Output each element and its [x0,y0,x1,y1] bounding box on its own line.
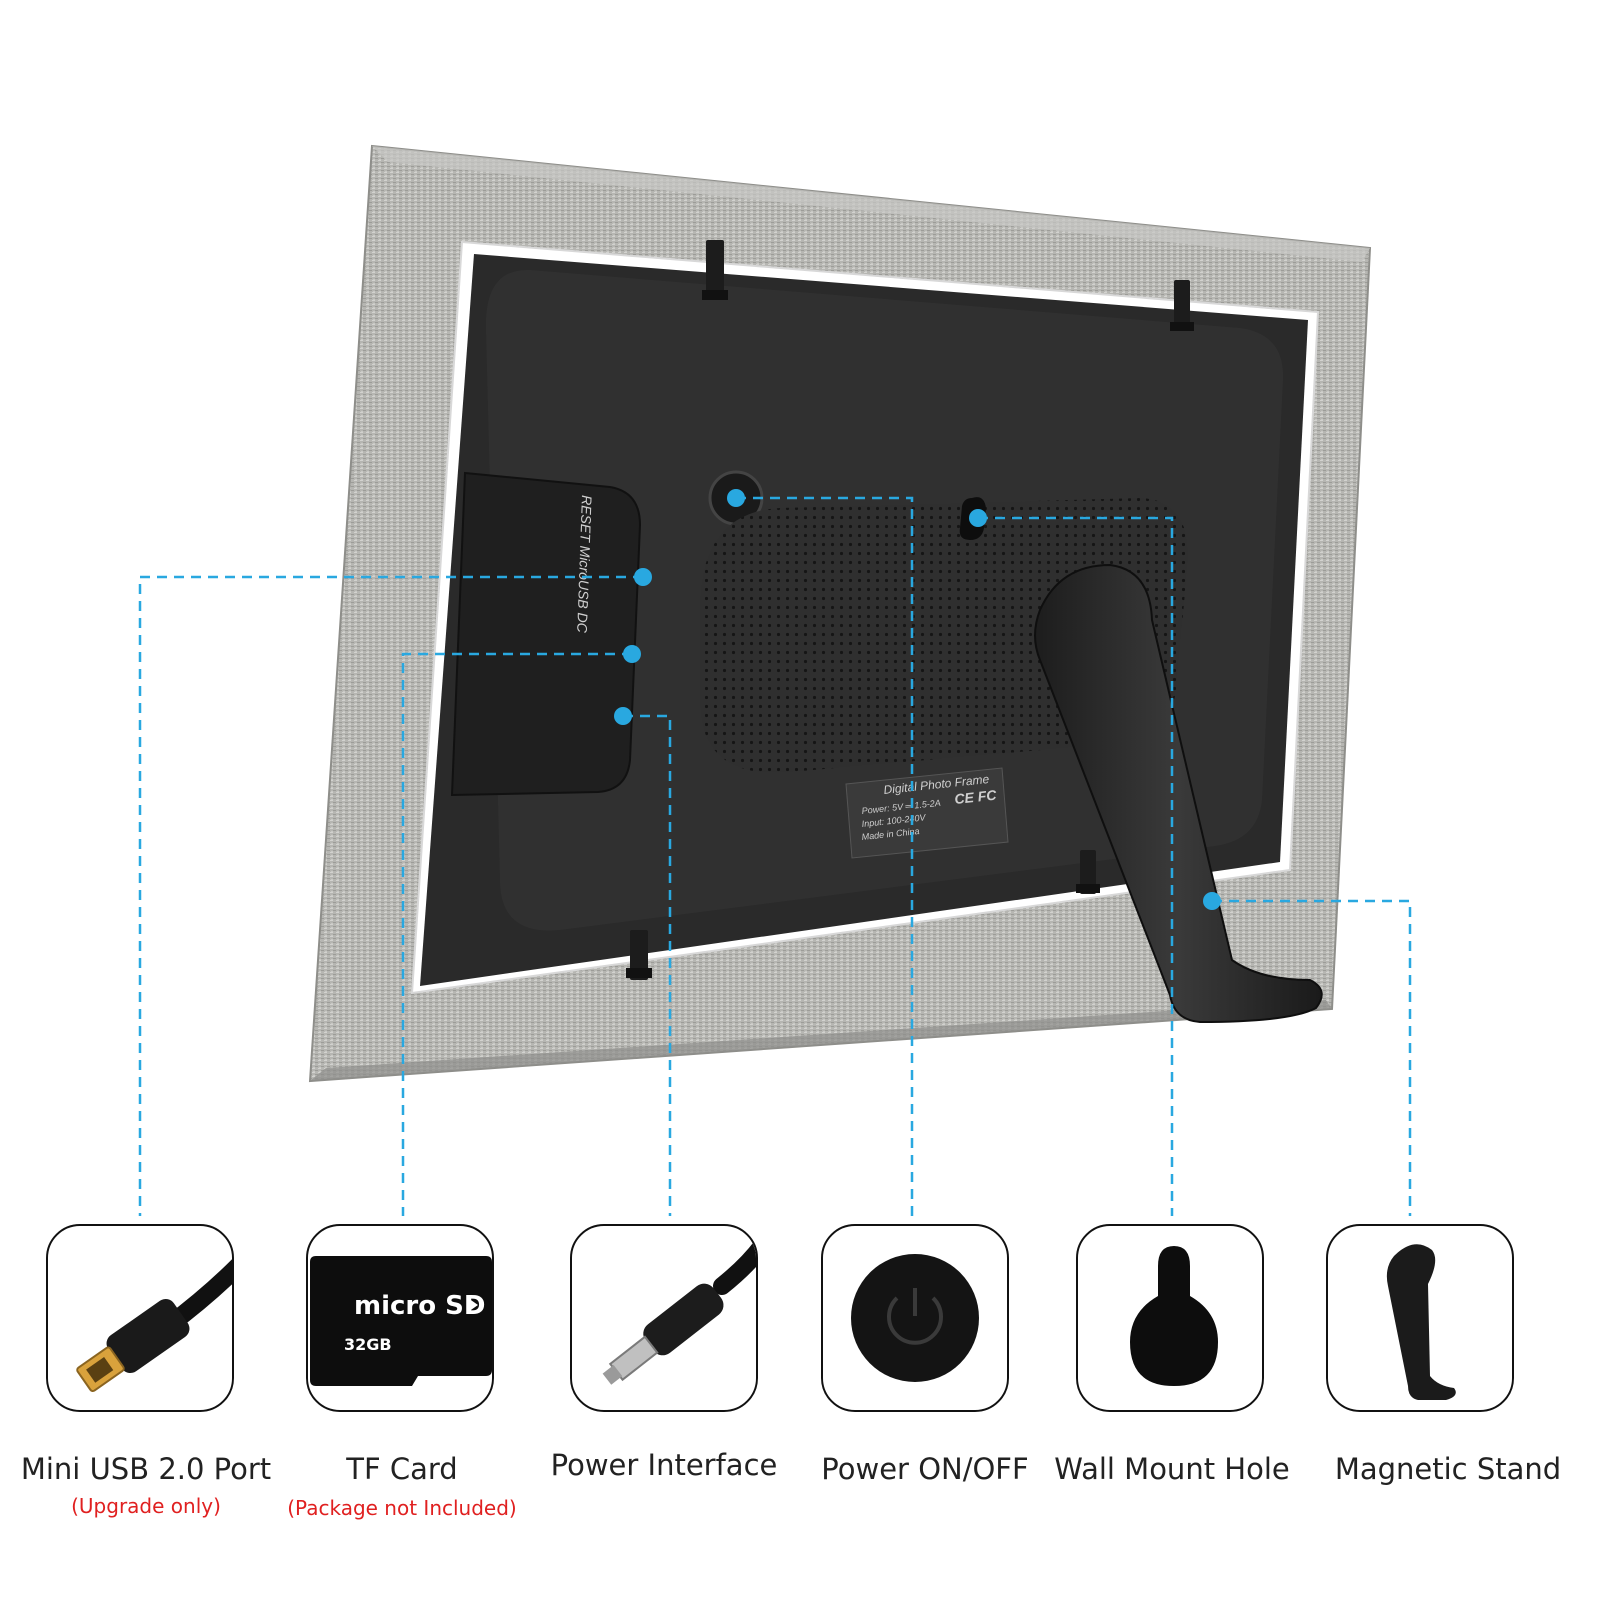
tile-magnetic-stand [1326,1224,1514,1412]
tile-tf-card: micro SD 32GB [306,1224,494,1412]
label-power-interface: Power Interface [550,1448,778,1482]
label-wall-mount: Wall Mount Hole [1054,1452,1290,1486]
power-button-icon [851,1254,979,1382]
label-mini-usb: Mini USB 2.0 Port [20,1452,272,1486]
callout-dot [614,707,632,725]
note-mini-usb: (Upgrade only) [71,1494,221,1518]
tile-power-interface [570,1224,758,1412]
callout-lines [138,496,1412,1216]
label-tf-card: TF Card [346,1452,458,1486]
frame-clip [626,930,652,980]
callout-dot [623,645,641,663]
tile-power-button [821,1224,1009,1412]
spec-marks: CE FC [954,787,998,807]
dc-power-plug-icon [602,1239,756,1385]
callout-wall-mount [978,516,1174,1216]
label-power-onoff: Power ON/OFF [821,1452,1029,1486]
magnetic-stand [1034,563,1323,1024]
callout-power-button [736,496,914,1216]
card-capacity: 32GB [344,1335,392,1354]
port-panel-text: RESET MicroUSB DC [574,495,595,634]
callout-dot [727,489,745,507]
callout-dots [614,489,1221,910]
tile-mini-usb [46,1224,234,1412]
callout-dot [634,568,652,586]
label-magnetic-stand: Magnetic Stand [1334,1452,1562,1486]
photo-frame-body [308,144,1372,1083]
card-brand: micro SD [354,1291,485,1321]
keyhole-mount-icon [1130,1246,1218,1386]
microsd-card-icon: micro SD 32GB [310,1256,492,1386]
callout-dot [1203,892,1221,910]
note-tf-card: (Package not Included) [287,1496,517,1520]
callout-tf [401,652,632,1216]
frame-clip [1076,850,1100,894]
callout-power-interface [623,714,672,1216]
spec-label: Digital Photo Frame Power: 5V ═ 1.5-2A C… [845,767,1009,859]
mini-usb-cable-icon [76,1259,232,1393]
frame-clip [1170,280,1194,331]
tile-wall-mount [1076,1224,1264,1412]
frame-clip [702,240,728,300]
port-panel: RESET MicroUSB DC [450,471,642,797]
callout-dot [969,509,987,527]
callout-usb [138,575,643,1216]
stand-leg-icon [1386,1244,1456,1400]
callout-stand [1212,899,1412,1216]
